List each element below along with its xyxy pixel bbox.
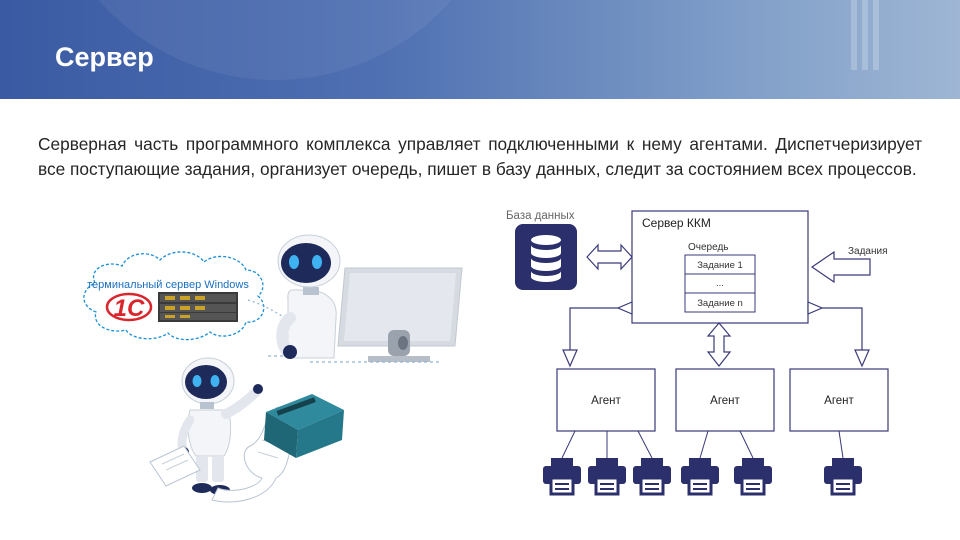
printer-connectors [561, 430, 844, 459]
agent-label: Агент [824, 395, 854, 407]
tasks-arrow [810, 250, 871, 284]
printer-icon [586, 456, 628, 496]
db-server-arrow [586, 243, 633, 271]
robot-assistant-icon [177, 357, 263, 495]
logo-1c-text: 1С [114, 295, 145, 322]
queue-item: Задание n [697, 298, 743, 309]
agent-box: Агент [556, 368, 656, 432]
queue-item: ... [716, 278, 724, 289]
monitor-icon [337, 267, 463, 362]
tasks-label: Задания [848, 246, 888, 257]
server-rack-icon [158, 292, 238, 322]
database-label: База данных [506, 210, 575, 222]
slide-title: Сервер [55, 42, 154, 72]
printer-icon [732, 456, 774, 496]
server-agent-arrows [562, 301, 870, 368]
header-stripe [862, 0, 868, 70]
robot-operator-icon [276, 234, 341, 359]
agent-box: Агент [789, 368, 889, 432]
logo-1c: 1С [105, 292, 153, 322]
intro-text: Серверная часть программного комплекса у… [38, 134, 922, 179]
server-label: Сервер ККМ [642, 216, 711, 230]
cloud-label: терминальный сервер Windows [87, 279, 249, 291]
illustration: терминальный сервер Windows 1С [83, 234, 463, 503]
header-banner [0, 0, 960, 99]
queue-item: Задание 1 [697, 260, 743, 271]
header-stripe [851, 0, 857, 70]
printer-icon [679, 456, 721, 496]
receipt-printer-icon [264, 394, 344, 458]
agent-box: Агент [675, 368, 775, 432]
agent-label: Агент [591, 395, 621, 407]
terminal-server-cloud: терминальный сервер Windows 1С [83, 251, 265, 341]
queue-list: Задание 1 ... Задание n [684, 254, 756, 313]
architecture-diagram: База данных Сервер ККМ Очередь Задание 1… [506, 210, 889, 496]
header-stripe [873, 0, 879, 70]
printer-icon [541, 456, 583, 496]
printer-icon [822, 456, 864, 496]
database-icon [515, 224, 577, 290]
printer-icon [631, 456, 673, 496]
queue-label: Очередь [688, 242, 729, 253]
agent-label: Агент [710, 395, 740, 407]
